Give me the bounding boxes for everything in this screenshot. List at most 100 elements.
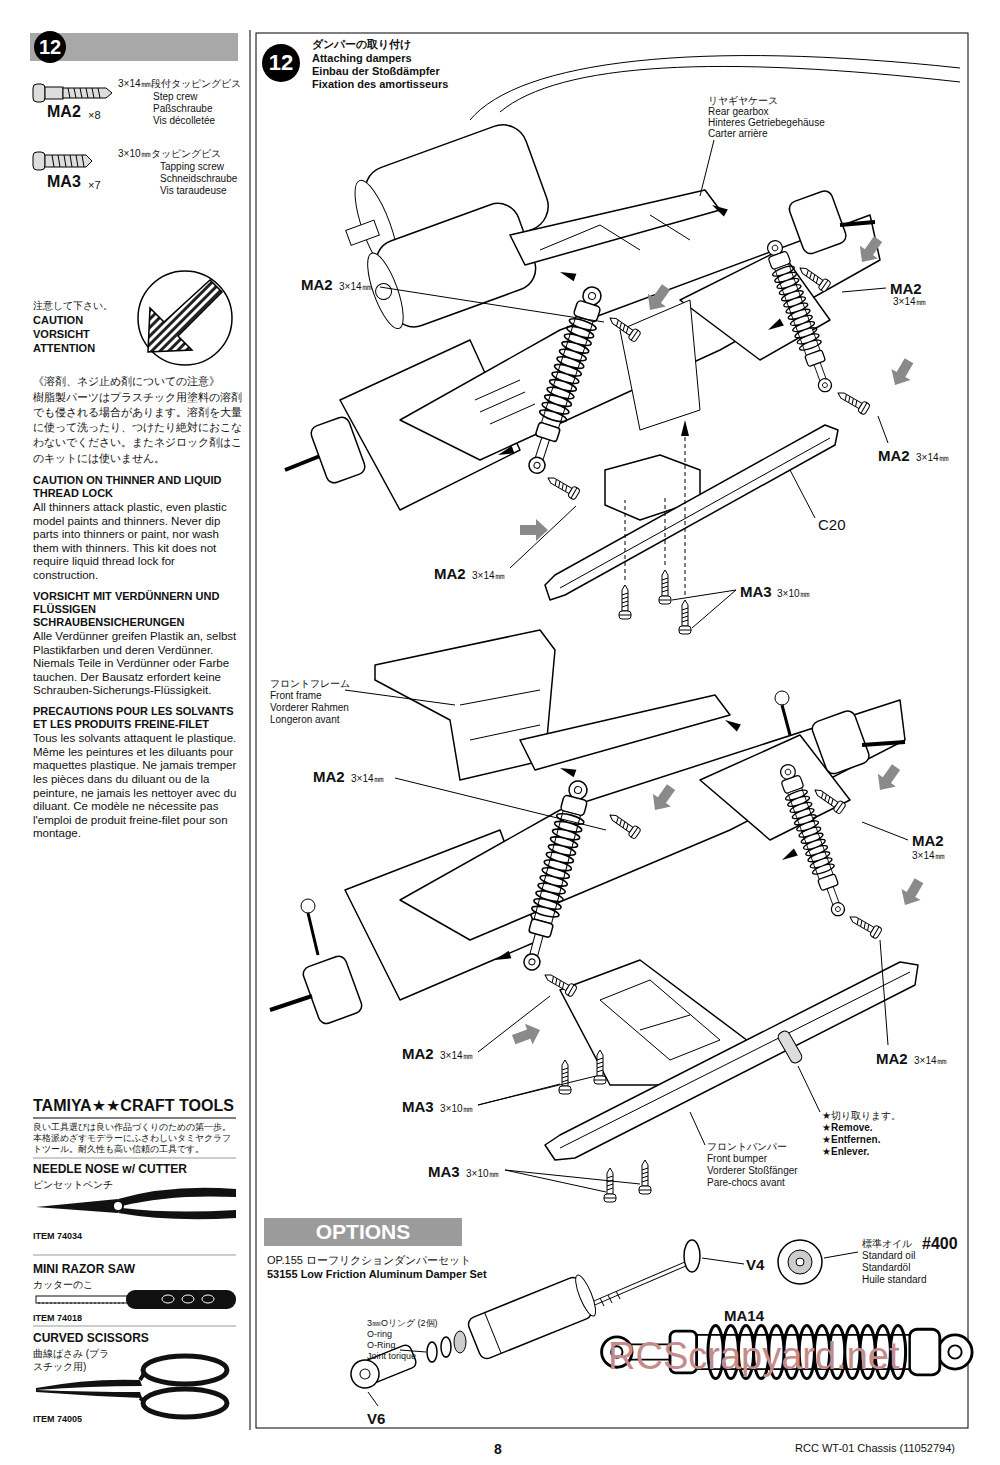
options-art-part: [600, 1291, 620, 1306]
part-name: O-Ring: [367, 1340, 396, 1350]
part-name: Front bumper: [707, 1153, 767, 1165]
note-text: 樹脂製パーツはプラスチック用塗料の溶剤でも侵される場合があります。溶剤を大量に使…: [33, 390, 243, 466]
part-name: Vorderer Stoßfänger: [707, 1165, 798, 1177]
item-number: ITEM 74005: [33, 1414, 82, 1424]
dimension: 3×10㎜: [466, 1168, 499, 1180]
front-assembly-part: [782, 705, 790, 735]
remove-note: ★Remove.: [822, 1122, 873, 1134]
part-code: V4: [746, 1256, 764, 1273]
options-art-part: [702, 1258, 744, 1264]
rear-assembly-part: [842, 288, 886, 292]
part-name: Joint torique: [367, 1351, 416, 1361]
rear-assembly-part: [470, 56, 960, 120]
rear-assembly-part: [560, 438, 830, 588]
front-assembly-part: [395, 778, 606, 830]
rear-assembly-part: [510, 506, 576, 568]
rear-assembly-part: [762, 237, 838, 395]
sidebar-art-part: [202, 1295, 214, 1303]
front-assembly-part: [646, 781, 680, 817]
rear-assembly-part: [497, 446, 515, 459]
part-code: MA2: [890, 280, 922, 297]
sidebar-art-part: [148, 280, 222, 352]
front-assembly-part: [880, 940, 888, 1045]
dimension: 3×14㎜: [339, 281, 372, 293]
part-name: Pare-chocs avant: [707, 1177, 785, 1189]
watermark: RCScrapyard.net: [608, 1336, 899, 1378]
screw-name: Schneidschraube: [160, 173, 237, 185]
front-assembly-part: [776, 1029, 803, 1064]
rear-assembly-part: [885, 355, 918, 390]
step-title: ダンパーの取り付け: [312, 38, 411, 51]
part-name: Longeron avant: [270, 714, 340, 726]
front-assembly-part: [780, 849, 798, 864]
front-assembly-part: [559, 764, 577, 777]
remove-note: ★切り取ります。: [822, 1110, 901, 1122]
screw-name: Paßschraube: [153, 103, 212, 115]
rear-assembly-part: [380, 287, 604, 322]
front-assembly-part: [460, 690, 540, 740]
front-assembly-part: [560, 972, 910, 1148]
part-name: Vorderer Rahmen: [270, 702, 349, 714]
rear-assembly-part: [521, 283, 608, 477]
sidebar-art-part: [63, 88, 112, 98]
part-name: Standard oil: [862, 1250, 915, 1262]
options-banner-text: OPTIONS: [316, 1220, 411, 1244]
sidebar-art-part: [38, 1303, 126, 1304]
rear-assembly-part: [520, 519, 548, 541]
note-heading: VORSICHT MIT VERDÜNNERN UND FLÜSSIGEN SC…: [33, 590, 241, 630]
sidebar-art-part: [33, 1118, 236, 1119]
screw-name: Vis taraudeuse: [160, 185, 227, 197]
options-art-part: [466, 1273, 599, 1361]
front-assembly-part: [505, 1170, 640, 1192]
rear-assembly-part-part: [373, 281, 394, 302]
options-art-part: [454, 1331, 466, 1353]
sidebar-art-part: [45, 87, 63, 99]
front-assembly-part: [559, 1060, 571, 1094]
step-title: Attaching dampers: [312, 52, 412, 65]
rear-assembly-part: [700, 140, 714, 196]
rear-assembly-part: [766, 319, 784, 334]
sidebar-art-part: [182, 1295, 194, 1303]
caution-label: ATTENTION: [33, 342, 95, 355]
screw-spec: 3×10㎜タッピングビス: [118, 148, 221, 160]
rear-assembly-part: [510, 190, 720, 265]
options-art-part: [441, 1337, 451, 1357]
front-assembly-part: [723, 717, 741, 732]
remove-note: ★Entfernen.: [822, 1134, 880, 1146]
part-name: 3㎜Oリング (2個): [367, 1318, 438, 1328]
options-art-part-part: [347, 1356, 383, 1392]
options-art-part: [684, 1240, 700, 1272]
rear-assembly-part: [679, 600, 691, 634]
options-art-part: [602, 1325, 973, 1378]
rear-assembly-part: [672, 590, 736, 628]
sidebar-art-part: [250, 30, 251, 1430]
rear-assembly-part: [710, 202, 728, 217]
part-name: Rear gearbox: [708, 106, 769, 118]
item-number: ITEM 74034: [33, 1231, 82, 1241]
part-code: MA2: [301, 276, 333, 293]
front-assembly: [270, 630, 929, 1202]
part-name: フロントバンパー: [707, 1141, 787, 1153]
note-heading: 《溶剤、ネジ止め剤についての注意》: [33, 374, 243, 389]
front-assembly-part: [895, 875, 928, 910]
sidebar-art-part: [33, 84, 45, 102]
tool-name: 曲線ばさみ (プラスチック用): [33, 1348, 113, 1373]
part-name: リヤギヤケース: [708, 95, 778, 107]
part-code: MA2: [878, 447, 910, 464]
sidebar-art-part: [52, 155, 84, 167]
rear-assembly-part: [625, 430, 685, 595]
part-code: MA2: [313, 768, 345, 785]
rear-assembly-part: [853, 233, 887, 269]
sidebar-art-part: [45, 155, 92, 167]
sidebar-art-part: [162, 1295, 174, 1303]
options-banner: OPTIONS: [264, 1218, 462, 1246]
dimension: 3×14㎜: [912, 850, 945, 862]
step-badge-text: 12: [269, 50, 293, 76]
part-code: MA3: [740, 583, 772, 600]
quantity: ×8: [88, 109, 101, 122]
screw-name: Vis décolletée: [153, 115, 215, 127]
step-title: Einbau der Stoßdämpfer: [312, 65, 440, 78]
front-assembly-part: [639, 1160, 651, 1194]
options-art-part-part: [572, 1273, 600, 1318]
part-name: Carter arrière: [708, 128, 767, 140]
